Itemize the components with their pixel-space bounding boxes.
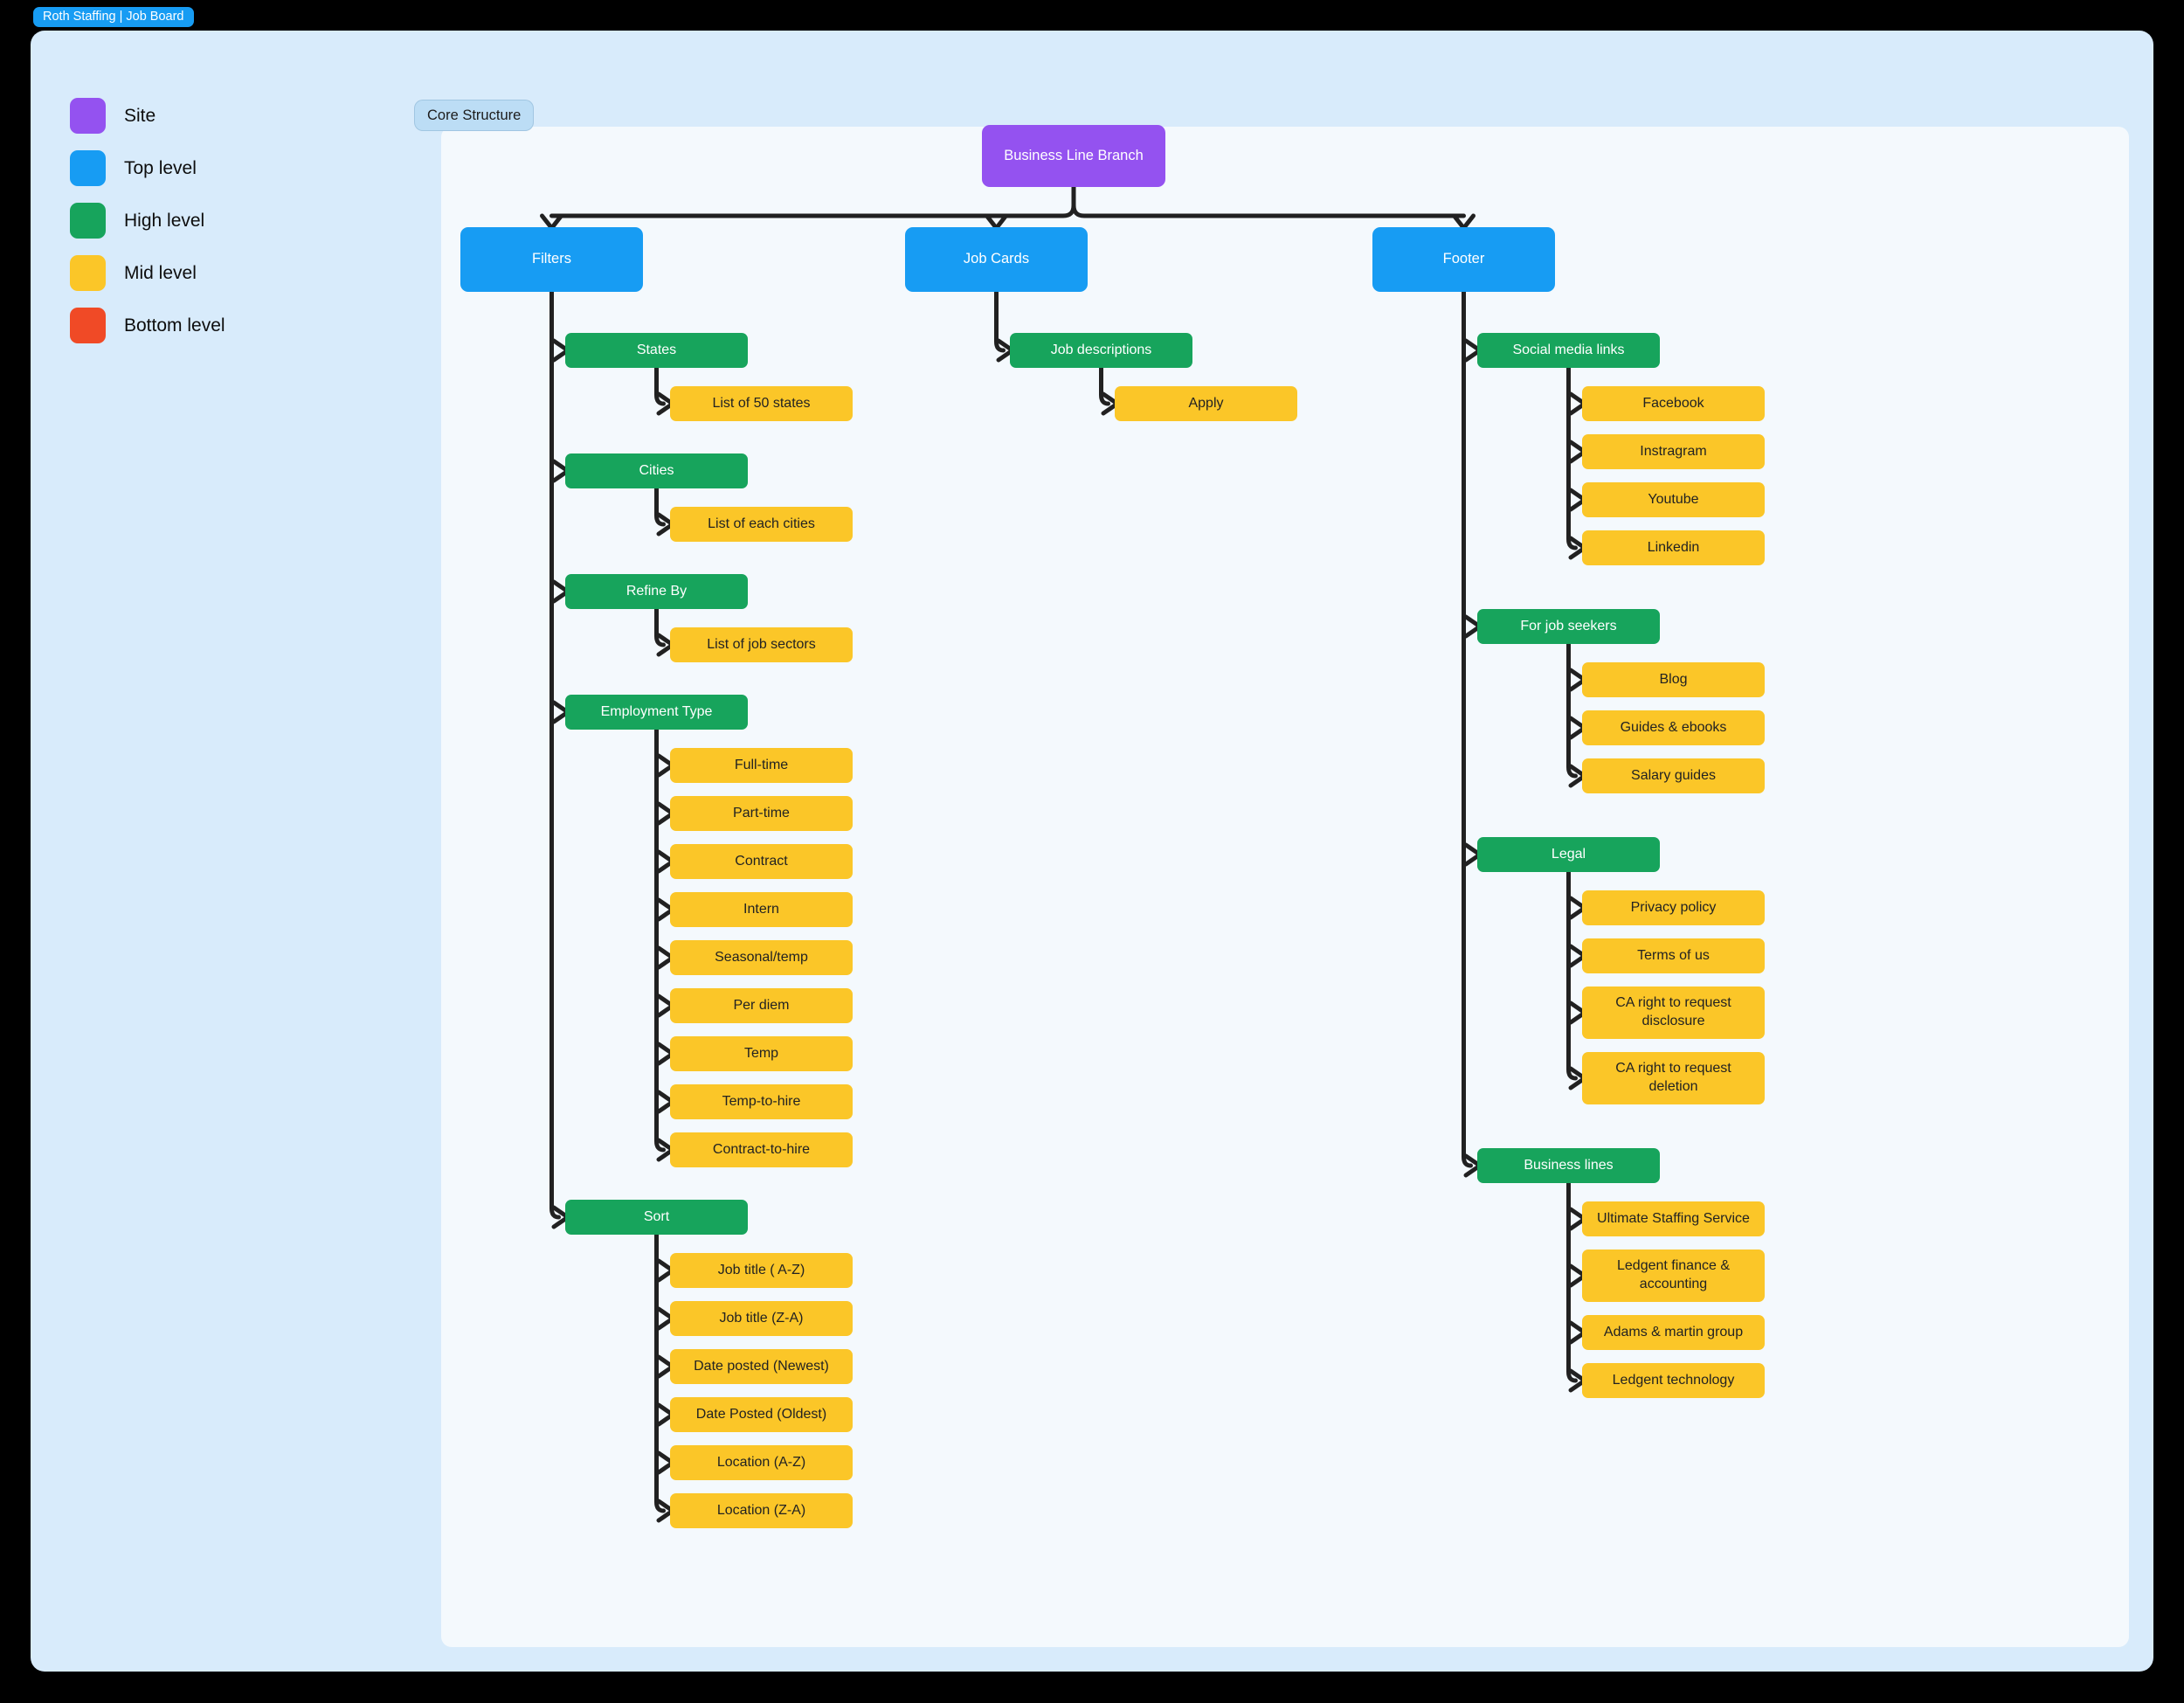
- node-job-title-z-a[interactable]: Job title (Z-A): [670, 1301, 853, 1336]
- site-color-swatch[interactable]: [70, 98, 106, 134]
- legend-item-mid[interactable]: Mid level: [70, 255, 225, 291]
- top-color-swatch[interactable]: [70, 150, 106, 186]
- node-contract[interactable]: Contract: [670, 844, 853, 879]
- node-intern[interactable]: Intern: [670, 892, 853, 927]
- node-job-cards[interactable]: Job Cards: [905, 227, 1088, 292]
- node-ca-right-to-request-deletion[interactable]: CA right to request deletion: [1582, 1052, 1765, 1104]
- core-structure-frame: [441, 127, 2129, 1647]
- node-guides-ebooks[interactable]: Guides & ebooks: [1582, 710, 1765, 745]
- node-date-posted-newest[interactable]: Date posted (Newest): [670, 1349, 853, 1384]
- node-business-lines[interactable]: Business lines: [1477, 1148, 1660, 1183]
- node-apply[interactable]: Apply: [1115, 386, 1297, 421]
- legend-label: Mid level: [124, 262, 197, 283]
- connector-line: [654, 606, 666, 647]
- node-full-time[interactable]: Full-time: [670, 748, 853, 783]
- mid-color-swatch[interactable]: [70, 255, 106, 291]
- connector-line: [654, 365, 666, 406]
- node-blog[interactable]: Blog: [1582, 662, 1765, 697]
- connector-line: [1566, 1180, 1578, 1383]
- node-temp[interactable]: Temp: [670, 1036, 853, 1071]
- node-refine-by[interactable]: Refine By: [565, 574, 748, 609]
- node-ledgent-finance-accounting[interactable]: Ledgent finance & accounting: [1582, 1250, 1765, 1302]
- node-per-diem[interactable]: Per diem: [670, 988, 853, 1023]
- node-privacy-policy[interactable]: Privacy policy: [1582, 890, 1765, 925]
- node-sort[interactable]: Sort: [565, 1200, 748, 1235]
- connector-line: [549, 289, 561, 1220]
- node-adams-martin-group[interactable]: Adams & martin group: [1582, 1315, 1765, 1350]
- section-label-badge[interactable]: Core Structure: [414, 100, 535, 131]
- connector-line: [654, 1232, 666, 1513]
- node-employment-type[interactable]: Employment Type: [565, 695, 748, 730]
- high-color-swatch[interactable]: [70, 203, 106, 239]
- node-cities[interactable]: Cities: [565, 453, 748, 488]
- legend-item-high[interactable]: High level: [70, 203, 225, 239]
- connector-line: [1566, 641, 1578, 779]
- board-title-tab[interactable]: Roth Staffing | Job Board: [33, 7, 194, 27]
- node-part-time[interactable]: Part-time: [670, 796, 853, 831]
- node-states[interactable]: States: [565, 333, 748, 368]
- connector-line: [1099, 365, 1110, 406]
- node-seasonal-temp[interactable]: Seasonal/temp: [670, 940, 853, 975]
- node-instragram[interactable]: Instragram: [1582, 434, 1765, 469]
- node-ledgent-technology[interactable]: Ledgent technology: [1582, 1363, 1765, 1398]
- node-location-a-z[interactable]: Location (A-Z): [670, 1445, 853, 1480]
- legend-item-site[interactable]: Site: [70, 98, 225, 134]
- legend-item-bottom[interactable]: Bottom level: [70, 308, 225, 343]
- canvas-board: [31, 31, 2153, 1672]
- connector-line: [1462, 289, 1473, 1168]
- connector-line: [654, 486, 666, 527]
- connector-line: [549, 184, 1076, 218]
- node-terms-of-us[interactable]: Terms of us: [1582, 938, 1765, 973]
- node-ca-right-to-request-disclosure[interactable]: CA right to request disclosure: [1582, 986, 1765, 1039]
- connector-line: [654, 727, 666, 1153]
- bottom-color-swatch[interactable]: [70, 308, 106, 343]
- node-ultimate-staffing-service[interactable]: Ultimate Staffing Service: [1582, 1201, 1765, 1236]
- connector-line: [1071, 184, 1466, 218]
- node-date-posted-oldest[interactable]: Date Posted (Oldest): [670, 1397, 853, 1432]
- node-youtube[interactable]: Youtube: [1582, 482, 1765, 517]
- node-for-job-seekers[interactable]: For job seekers: [1477, 609, 1660, 644]
- node-job-title-a-z[interactable]: Job title ( A-Z): [670, 1253, 853, 1288]
- legend-label: Bottom level: [124, 315, 225, 336]
- node-list-of-job-sectors[interactable]: List of job sectors: [670, 627, 853, 662]
- node-legal[interactable]: Legal: [1477, 837, 1660, 872]
- node-filters[interactable]: Filters: [460, 227, 643, 292]
- node-facebook[interactable]: Facebook: [1582, 386, 1765, 421]
- connector-line: [1566, 365, 1578, 550]
- legend-label: High level: [124, 210, 205, 231]
- node-social-media-links[interactable]: Social media links: [1477, 333, 1660, 368]
- node-business-line-branch[interactable]: Business Line Branch: [982, 125, 1165, 187]
- legend-label: Top level: [124, 157, 197, 178]
- node-list-of-50-states[interactable]: List of 50 states: [670, 386, 853, 421]
- connector-line: [1566, 869, 1578, 1081]
- node-contract-to-hire[interactable]: Contract-to-hire: [670, 1132, 853, 1167]
- legend-label: Site: [124, 105, 156, 126]
- node-list-of-each-cities[interactable]: List of each cities: [670, 507, 853, 542]
- connector-line: [994, 289, 1006, 353]
- node-job-descriptions[interactable]: Job descriptions: [1010, 333, 1192, 368]
- node-temp-to-hire[interactable]: Temp-to-hire: [670, 1084, 853, 1119]
- node-linkedin[interactable]: Linkedin: [1582, 530, 1765, 565]
- node-location-z-a[interactable]: Location (Z-A): [670, 1493, 853, 1528]
- legend-item-top[interactable]: Top level: [70, 150, 225, 186]
- node-footer[interactable]: Footer: [1372, 227, 1555, 292]
- node-salary-guides[interactable]: Salary guides: [1582, 758, 1765, 793]
